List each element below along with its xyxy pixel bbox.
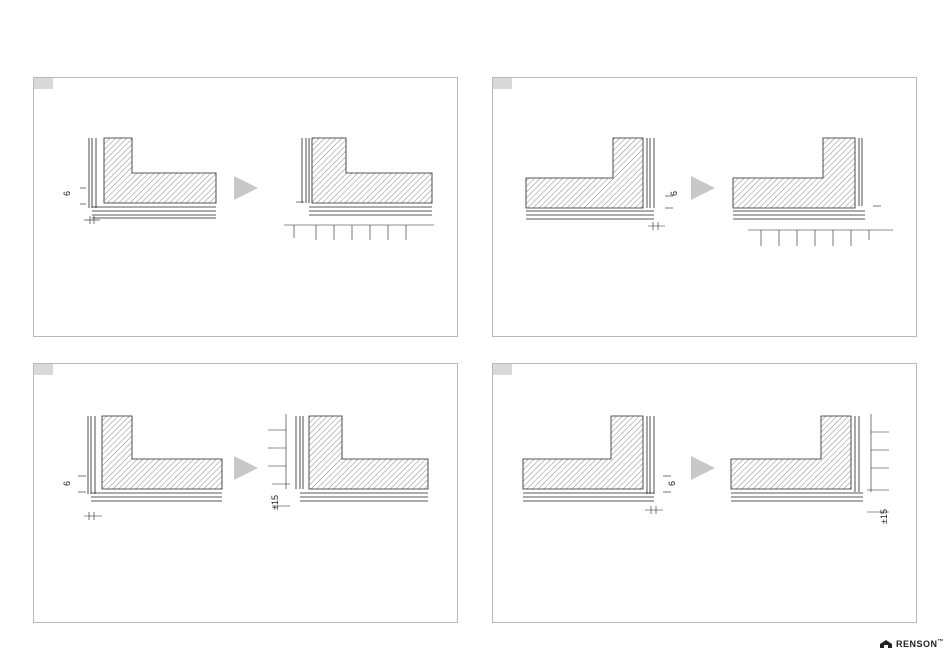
dimension-label: 6 xyxy=(62,481,72,486)
drawing-bottom-right: 6 ±15 xyxy=(493,364,918,624)
before-corner xyxy=(78,416,222,520)
drawing-bottom-left: 6 ±15 xyxy=(34,364,459,624)
arrow-right-icon xyxy=(691,176,715,200)
panel-top-left: 6 xyxy=(33,77,458,337)
panel-bottom-left: 6 ±15 xyxy=(33,363,458,623)
renson-logo: RENSON™ xyxy=(879,639,944,649)
panel-top-right: 6 xyxy=(492,77,917,337)
arrow-right-icon xyxy=(234,456,258,480)
house-logo-icon xyxy=(879,639,893,649)
after-corner xyxy=(731,414,889,512)
drawing-top-right: 6 xyxy=(493,78,918,338)
after-corner xyxy=(284,138,434,240)
after-dimension-label: ±15 xyxy=(879,509,889,524)
dimension-label: 6 xyxy=(667,481,677,486)
before-corner xyxy=(523,416,671,514)
brand-name: RENSON™ xyxy=(896,639,944,649)
after-corner xyxy=(733,138,893,246)
after-corner xyxy=(268,414,428,506)
drawing-top-left: 6 xyxy=(34,78,459,338)
dimension-label: 6 xyxy=(62,191,72,196)
before-corner xyxy=(526,138,673,230)
after-dimension-label: ±15 xyxy=(270,495,280,510)
arrow-right-icon xyxy=(691,456,715,480)
arrow-right-icon xyxy=(234,176,258,200)
before-corner xyxy=(80,138,216,224)
dimension-label: 6 xyxy=(669,191,679,196)
panel-bottom-right: 6 ±15 xyxy=(492,363,917,623)
